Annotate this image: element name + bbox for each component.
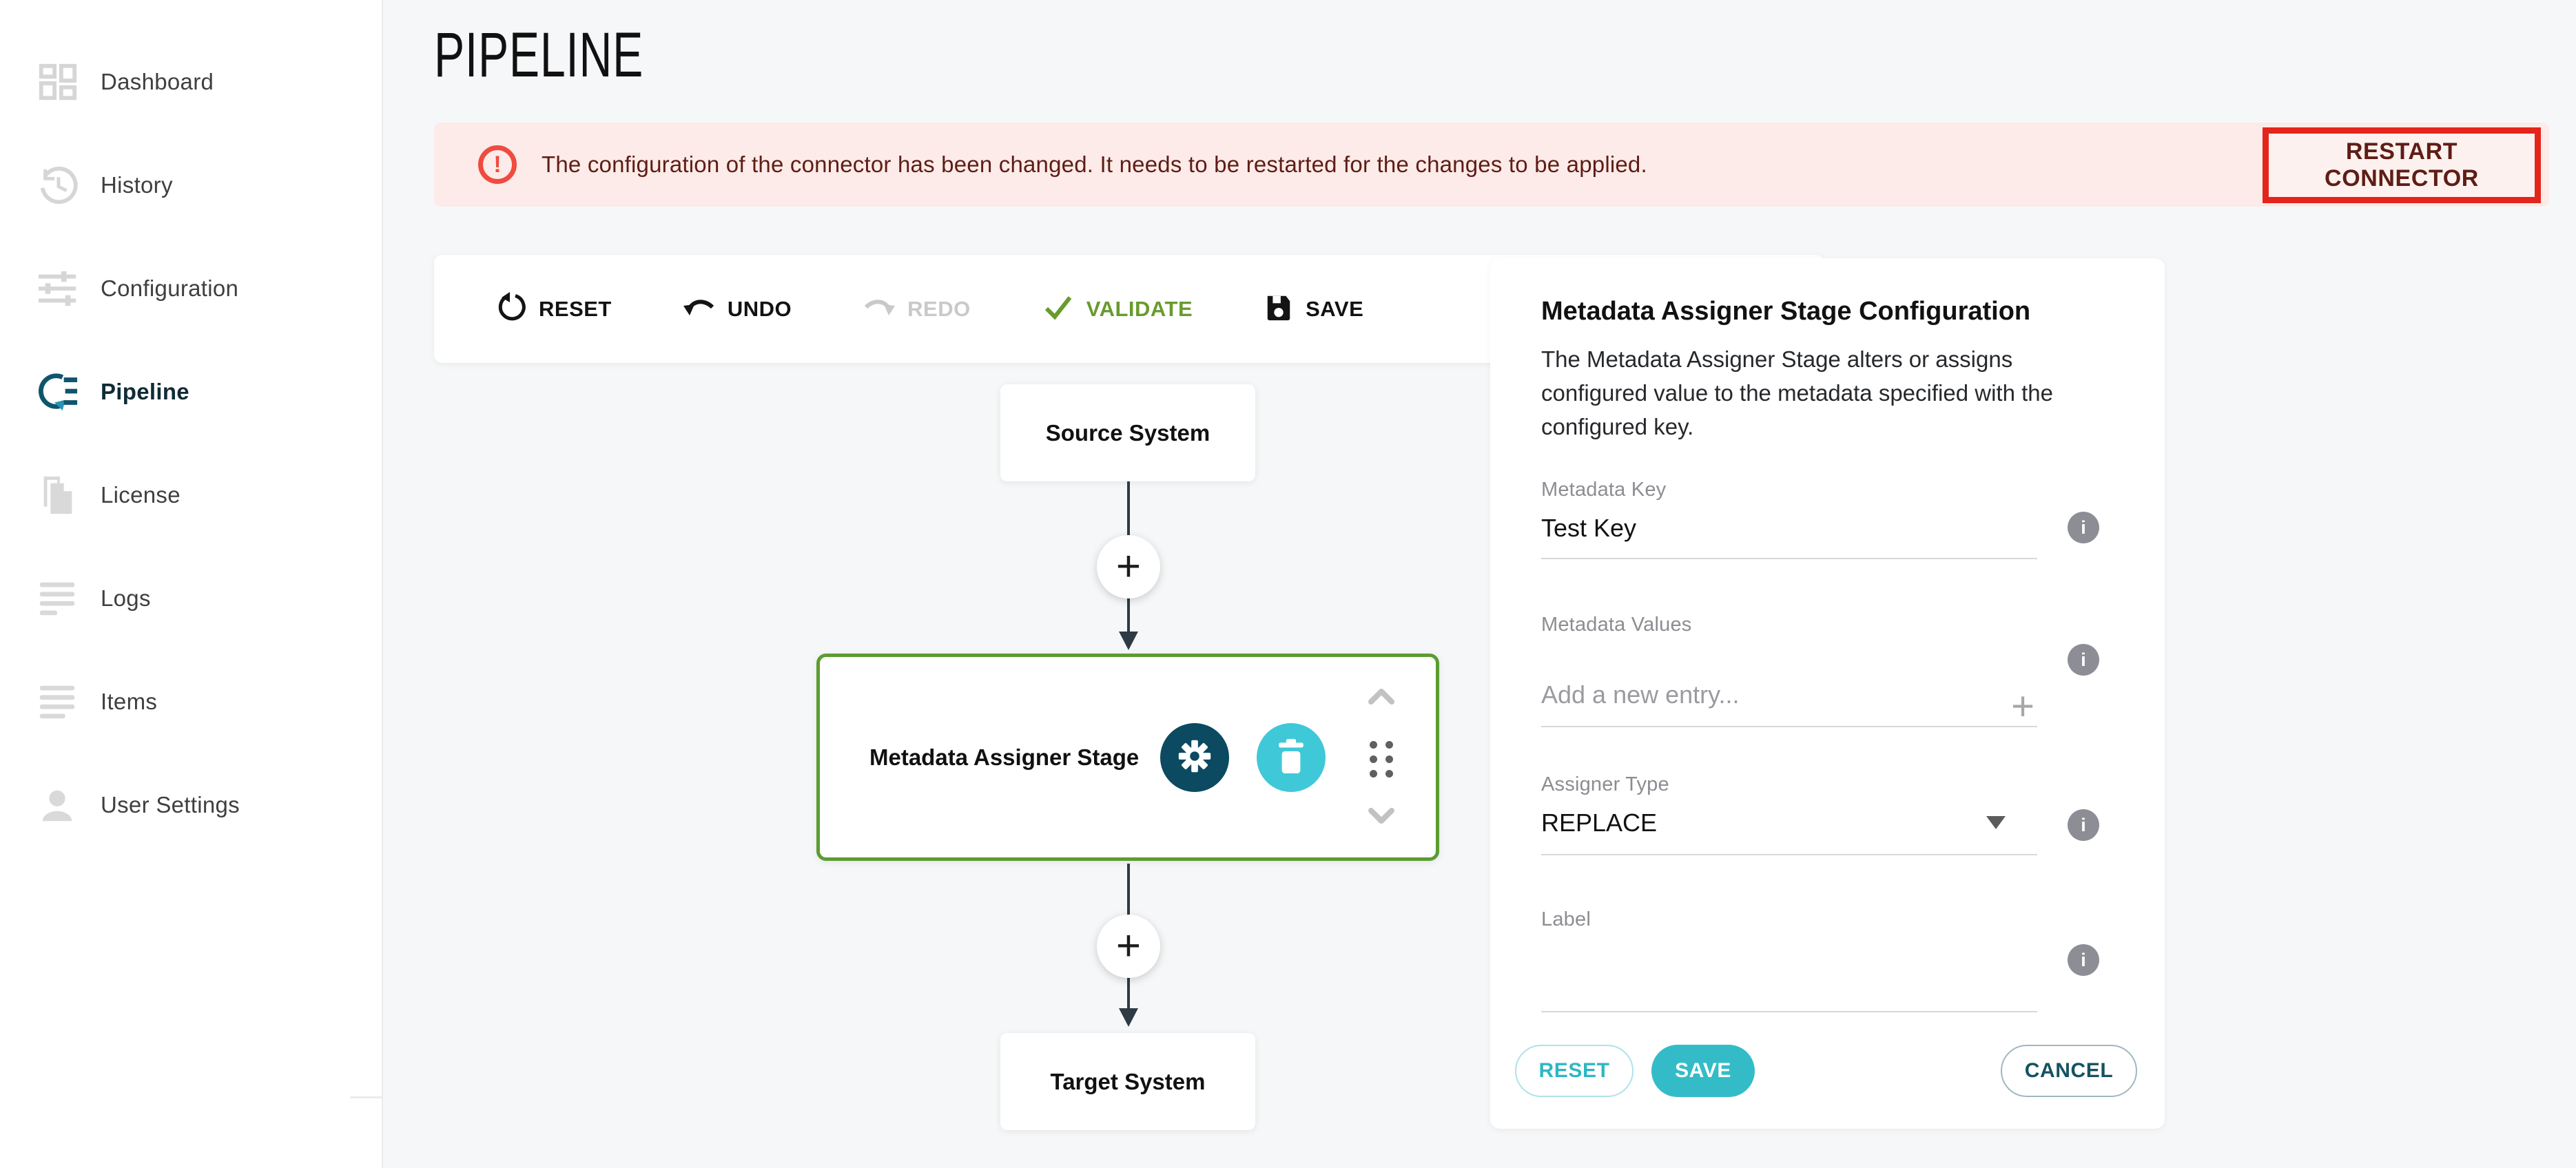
sidebar-item-label: Dashboard	[101, 69, 214, 94]
assigner-type-label: Assigner Type	[1541, 773, 1669, 795]
undo-label: UNDO	[727, 296, 792, 321]
drag-handle-icon[interactable]	[1370, 741, 1393, 778]
target-system-label: Target System	[1050, 1068, 1206, 1094]
sidebar-item-pipeline[interactable]: Pipeline	[0, 340, 382, 444]
sidebar-item-license[interactable]: License	[0, 444, 382, 547]
metadata-values-label: Metadata Values	[1541, 614, 1692, 636]
sidebar-item-configuration[interactable]: Configuration	[0, 237, 382, 340]
chevron-down-icon[interactable]	[1368, 807, 1395, 828]
configuration-icon	[34, 266, 80, 311]
save-button[interactable]: SAVE	[1264, 293, 1363, 325]
panel-save-button[interactable]: SAVE	[1651, 1045, 1755, 1097]
pipeline-icon	[34, 369, 80, 415]
logs-icon	[34, 576, 80, 621]
validate-label: VALIDATE	[1086, 296, 1193, 321]
label-input[interactable]	[1541, 931, 2037, 1012]
sidebar-item-label: Pipeline	[101, 379, 189, 404]
items-icon	[34, 679, 80, 724]
assigner-type-field: Assigner Type REPLACE	[1541, 773, 2037, 855]
page-title: PIPELINE	[434, 20, 643, 90]
panel-description: The Metadata Assigner Stage alters or as…	[1541, 346, 2053, 439]
metadata-key-field: Metadata Key	[1541, 479, 2037, 559]
arrow-down-icon	[1119, 1008, 1138, 1027]
save-label: SAVE	[1306, 296, 1364, 321]
metadata-key-label: Metadata Key	[1541, 479, 1667, 501]
warning-icon: !	[478, 145, 517, 184]
redo-button[interactable]: REDO	[863, 293, 971, 324]
sidebar-item-label: Configuration	[101, 275, 239, 301]
sidebar-divider	[350, 1096, 382, 1098]
stage-label: Metadata Assigner Stage	[869, 744, 1140, 770]
stage-configure-button[interactable]	[1160, 723, 1229, 792]
sidebar-item-label: Items	[101, 689, 158, 714]
metadata-values-input[interactable]	[1541, 636, 2037, 727]
reset-label: RESET	[539, 296, 612, 321]
panel-cancel-button[interactable]: CANCEL	[2001, 1045, 2137, 1097]
restart-warning-banner: ! The configuration of the connector has…	[434, 123, 2549, 207]
sidebar-item-label: License	[101, 482, 181, 508]
info-icon[interactable]: i	[2068, 644, 2099, 676]
sidebar: Dashboard History Configuration	[0, 0, 383, 1168]
stage-reorder-controls	[1366, 657, 1397, 857]
sidebar-item-label: Logs	[101, 585, 151, 611]
stage-delete-button[interactable]	[1257, 723, 1326, 792]
sidebar-item-items[interactable]: Items	[0, 650, 382, 753]
assigner-type-select[interactable]: REPLACE	[1541, 796, 2037, 855]
assigner-type-value: REPLACE	[1541, 809, 1658, 837]
reset-icon	[496, 292, 526, 326]
trash-icon	[1274, 738, 1308, 778]
sidebar-item-history[interactable]: History	[0, 134, 382, 237]
undo-icon	[683, 293, 715, 324]
sidebar-item-user-settings[interactable]: User Settings	[0, 753, 382, 857]
sidebar-item-label: User Settings	[101, 792, 240, 817]
metadata-values-field: Metadata Values +	[1541, 614, 2037, 727]
undo-button[interactable]: UNDO	[683, 293, 792, 324]
dropdown-caret-icon	[1986, 816, 2006, 829]
label-field-label: Label	[1541, 908, 1591, 930]
label-field: Label	[1541, 908, 2037, 1012]
add-stage-button-top[interactable]: +	[1097, 535, 1160, 598]
source-system-node[interactable]: Source System	[1000, 384, 1255, 481]
save-icon	[1264, 293, 1293, 325]
history-icon	[34, 163, 80, 208]
reset-button[interactable]: RESET	[496, 292, 612, 326]
panel-reset-button[interactable]: RESET	[1515, 1045, 1634, 1097]
sidebar-item-dashboard[interactable]: Dashboard	[0, 30, 382, 134]
license-icon	[34, 472, 80, 518]
metadata-key-input[interactable]	[1541, 501, 2037, 559]
source-system-label: Source System	[1045, 419, 1210, 446]
sidebar-item-logs[interactable]: Logs	[0, 547, 382, 650]
validate-button[interactable]: VALIDATE	[1042, 293, 1193, 324]
user-icon	[34, 782, 80, 828]
target-system-node[interactable]: Target System	[1000, 1033, 1255, 1130]
gear-icon	[1175, 736, 1215, 780]
dashboard-icon	[34, 59, 80, 105]
add-stage-button-bottom[interactable]: +	[1097, 915, 1160, 978]
main-content: PIPELINE ! The configuration of the conn…	[384, 0, 2576, 1168]
arrow-down-icon	[1119, 632, 1138, 650]
redo-icon	[863, 293, 896, 324]
redo-label: REDO	[907, 296, 971, 321]
sidebar-item-label: History	[101, 172, 173, 198]
restart-connector-button[interactable]: RESTART CONNECTOR	[2263, 127, 2541, 203]
panel-title: Metadata Assigner Stage Configuration	[1541, 297, 2031, 326]
banner-message: The configuration of the connector has b…	[542, 152, 1647, 177]
chevron-up-icon[interactable]	[1368, 687, 1395, 709]
metadata-assigner-stage-node[interactable]: Metadata Assigner Stage	[816, 654, 1439, 861]
check-icon	[1042, 293, 1074, 324]
info-icon[interactable]: i	[2068, 944, 2099, 976]
info-icon[interactable]: i	[2068, 809, 2099, 841]
stage-configuration-panel: Metadata Assigner Stage Configuration Th…	[1490, 258, 2165, 1129]
info-icon[interactable]: i	[2068, 512, 2099, 543]
